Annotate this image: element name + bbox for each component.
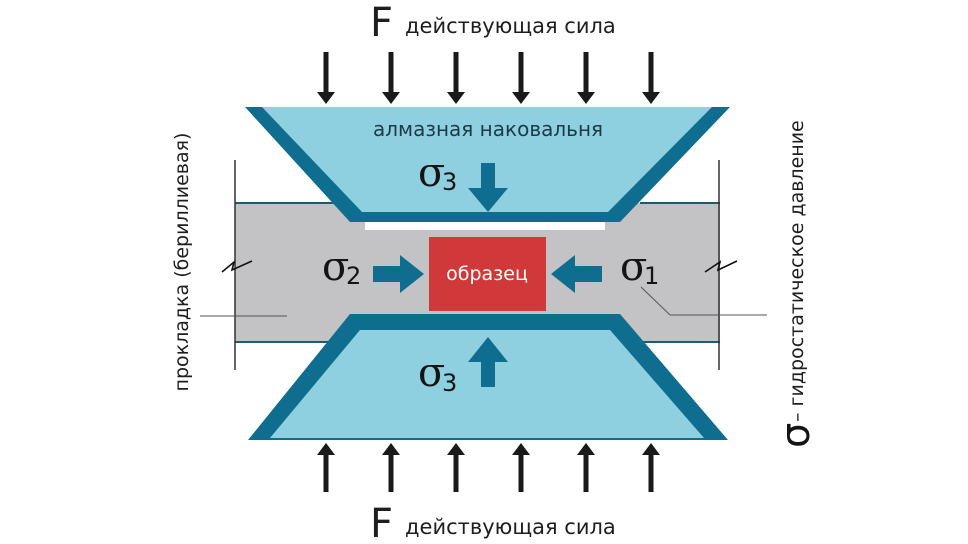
sigma2-label: σ 2 <box>322 244 361 290</box>
sigma3-top-symbol: σ <box>418 150 445 196</box>
force-arrow-up-5 <box>577 443 595 492</box>
legend-sigma: σ <box>773 423 819 448</box>
force-arrow-down-4 <box>512 52 530 104</box>
force-arrow-down-3 <box>447 52 465 104</box>
sigma-leader-line <box>640 286 767 316</box>
anvil-label: алмазная наковальня <box>373 117 603 141</box>
gasket-label: прокладка (бериллиевая) <box>171 133 193 392</box>
sigma3-bottom-index: 3 <box>442 369 457 397</box>
force-arrow-down-6 <box>642 52 660 104</box>
sigma3-top-arrow <box>468 163 508 212</box>
break-symbol-right <box>704 260 738 273</box>
bottom-force-symbol: F <box>370 501 393 544</box>
sigma3-bottom-arrow <box>468 337 508 387</box>
break-symbol-left <box>221 259 253 273</box>
sample <box>429 237 546 311</box>
legend-text: – гидростатическое давление <box>786 120 808 422</box>
top-anvil <box>245 107 730 222</box>
top-anvil-fill <box>262 107 712 212</box>
top-force-arrows <box>317 52 660 104</box>
force-arrow-up-6 <box>642 443 660 492</box>
sigma2-arrow <box>373 255 424 293</box>
sigma1-arrow <box>551 255 602 293</box>
force-arrow-down-1 <box>317 52 335 104</box>
gasket-left-body <box>235 203 365 341</box>
sample-label: образец <box>446 263 528 285</box>
top-force-label: действующая сила <box>405 14 616 38</box>
sigma1-index: 1 <box>644 262 659 290</box>
sigma1-symbol: σ <box>620 244 647 290</box>
bottom-force-arrows <box>317 443 660 492</box>
force-arrow-down-5 <box>577 52 595 104</box>
sigma3-bottom-symbol: σ <box>418 350 445 396</box>
bottom-force-label: действующая сила <box>405 515 616 539</box>
gasket-right-body <box>605 203 720 341</box>
sigma2-symbol: σ <box>322 244 349 290</box>
sigma1-label: σ 1 <box>620 244 659 290</box>
force-arrow-up-4 <box>512 443 530 492</box>
force-arrow-up-3 <box>447 443 465 492</box>
force-arrow-up-2 <box>382 443 400 492</box>
force-arrow-up-1 <box>317 443 335 492</box>
force-arrow-down-2 <box>382 52 400 104</box>
sigma2-index: 2 <box>346 262 361 290</box>
legend: σ – гидростатическое давление <box>773 120 819 448</box>
sigma3-top-index: 3 <box>442 168 457 196</box>
top-force-symbol: F <box>370 0 393 46</box>
sigma3-bottom-label: σ 3 <box>418 350 457 397</box>
sigma3-top-label: σ 3 <box>418 150 457 196</box>
